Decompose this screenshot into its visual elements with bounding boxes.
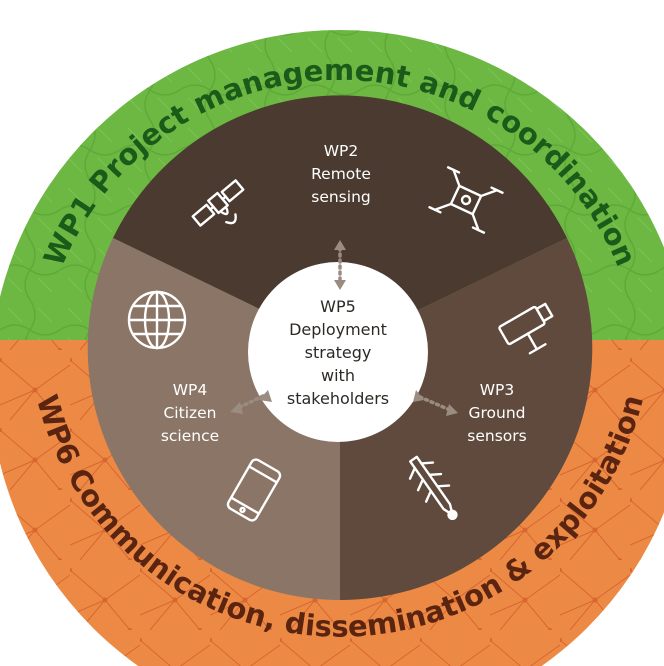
soil-probe-icon — [408, 455, 458, 521]
wp3-label-3: sensors — [467, 427, 526, 445]
wp5-label-5: stakeholders — [287, 389, 389, 408]
camera-sensor-icon — [498, 302, 554, 355]
wp2-label-2: Remote — [311, 165, 371, 183]
wp5-label-3: strategy — [305, 343, 372, 362]
satellite-icon — [191, 179, 245, 227]
wp3-label-1: WP3 — [480, 381, 515, 399]
wp5-label-2: Deployment — [289, 320, 387, 339]
arrow-wp5-wp3 — [413, 390, 458, 416]
wp4-label-1: WP4 — [173, 381, 208, 399]
arrow-wp5-wp4 — [230, 390, 272, 414]
wp2-label-3: sensing — [311, 188, 370, 206]
drone-icon — [428, 166, 504, 234]
arrow-wp2-wp5 — [334, 240, 346, 290]
wp3-label-2: Ground — [468, 404, 525, 422]
wp4-label-3: science — [161, 427, 219, 445]
wp5-label-1: WP5 — [320, 297, 356, 316]
wp4-label-2: Citizen — [163, 404, 216, 422]
globe-icon — [127, 290, 187, 350]
wp5-label-4: with — [321, 366, 355, 385]
wp5-center-circle — [248, 262, 428, 442]
wp2-segment — [113, 95, 567, 349]
smartphone-icon — [226, 458, 282, 522]
wp2-label-1: WP2 — [324, 142, 359, 160]
